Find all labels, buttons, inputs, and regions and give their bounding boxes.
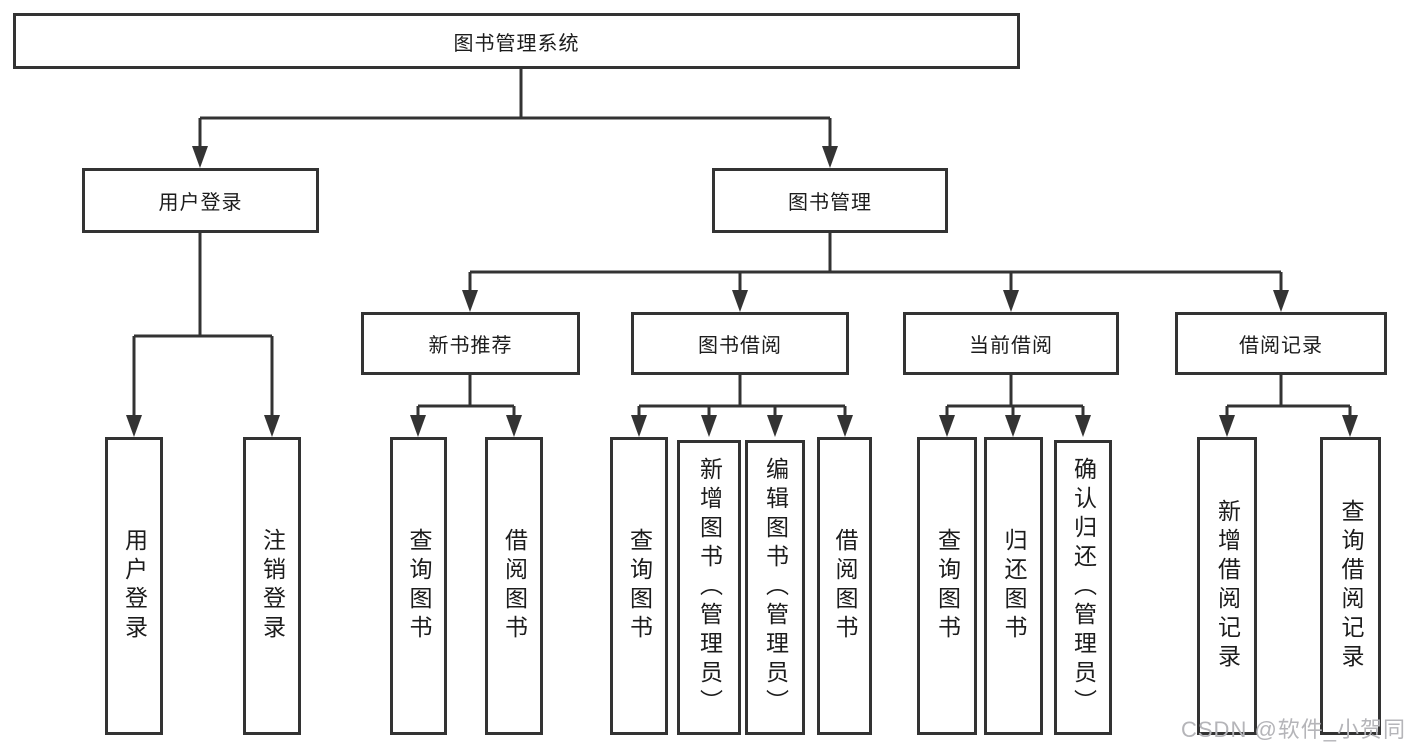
node-user-login: 用户登录 [82, 168, 319, 233]
leaf-current-query-books: 查询图书 [917, 437, 977, 735]
leaf-borrow-query-books: 查询图书 [610, 437, 668, 735]
leaf-borrow-edit-books: 编辑图书（管理员） [745, 440, 805, 735]
leaf-label: 查询图书 [406, 528, 432, 644]
watermark: CSDN @软件_小贺同学 [1181, 717, 1405, 742]
leaf-label: 查询图书 [626, 528, 653, 644]
node-label: 用户登录 [158, 192, 243, 214]
node-label: 新书推荐 [428, 335, 513, 357]
leaf-label: 查询图书 [934, 528, 961, 644]
leaf-label: 查询借阅记录 [1338, 499, 1364, 673]
leaf-label: 新增借阅记录 [1214, 499, 1241, 673]
arrowhead-icons [126, 146, 1358, 437]
leaf-label: 新增图书（管理员） [696, 457, 723, 718]
leaf-current-return-books: 归还图书 [984, 437, 1043, 735]
node-label: 图书借阅 [698, 335, 782, 357]
node-book-management: 图书管理 [712, 168, 948, 233]
leaf-label: 归还图书 [1001, 528, 1027, 644]
leaf-current-confirm-return: 确认归还（管理员） [1054, 440, 1112, 735]
leaf-borrow-borrow-books: 借阅图书 [817, 437, 872, 735]
leaf-label: 注销登录 [259, 528, 286, 644]
leaf-label: 借阅图书 [832, 528, 858, 644]
node-library-system: 图书管理系统 [13, 13, 1020, 69]
node-label: 图书管理 [788, 192, 872, 214]
leaf-label: 用户登录 [121, 528, 148, 644]
node-label: 当前借阅 [969, 335, 1053, 357]
leaf-recommend-query-books: 查询图书 [390, 437, 447, 735]
leaf-user-login: 用户登录 [105, 437, 163, 735]
leaf-logout: 注销登录 [243, 437, 301, 735]
leaf-label: 确认归还（管理员） [1070, 457, 1097, 718]
leaf-recommend-borrow-books: 借阅图书 [485, 437, 543, 735]
node-book-borrow: 图书借阅 [631, 312, 849, 375]
leaf-records-add-record: 新增借阅记录 [1197, 437, 1257, 735]
node-new-book-recommend: 新书推荐 [361, 312, 580, 375]
leaf-label: 借阅图书 [501, 528, 528, 644]
node-borrow-records: 借阅记录 [1175, 312, 1387, 375]
node-label: 图书管理系统 [453, 32, 580, 55]
node-label: 借阅记录 [1239, 335, 1323, 357]
leaf-borrow-add-books: 新增图书（管理员） [677, 440, 741, 735]
leaf-records-query-record: 查询借阅记录 [1320, 437, 1381, 735]
leaf-label: 编辑图书（管理员） [762, 457, 789, 718]
node-current-borrow: 当前借阅 [903, 312, 1119, 375]
